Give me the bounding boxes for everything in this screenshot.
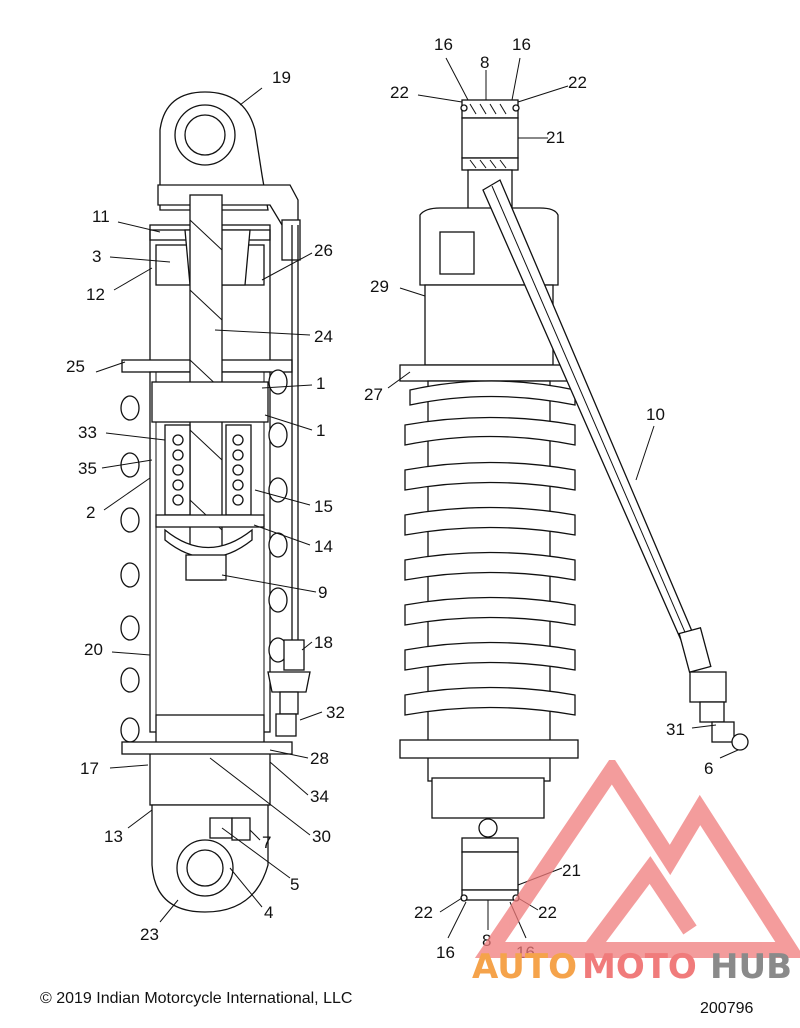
callout-right-16-top-right: 16 (512, 35, 531, 54)
logo-word-hub: HUB (710, 947, 792, 987)
figure-number: 200796 (700, 1000, 754, 1017)
logo-word-moto: MOTO (582, 947, 697, 987)
callout-right-22-bottom-left: 22 (414, 903, 433, 922)
exterior-shock: 16 8 16 22 22 21 29 27 10 31 6 21 22 22 … (364, 35, 749, 962)
callout-1-upper: 1 (316, 374, 325, 393)
callout-right-8-bottom: 8 (482, 931, 491, 950)
callout-right-21-top: 21 (546, 128, 565, 147)
callout-32: 32 (326, 703, 345, 722)
callout-right-6: 6 (704, 759, 713, 778)
callout-26: 26 (314, 241, 333, 260)
copyright-notice: © 2019 Indian Motorcycle International, … (40, 990, 353, 1007)
callout-right-22-top-left: 22 (390, 83, 409, 102)
callout-17: 17 (80, 759, 99, 778)
callout-18: 18 (314, 633, 333, 652)
callout-14: 14 (314, 537, 333, 556)
automotohub-logo: AUTO MOTO HUB (472, 760, 800, 987)
callout-12: 12 (86, 285, 105, 304)
callout-right-21-bottom: 21 (562, 861, 581, 880)
callout-right-22-top-right: 22 (568, 73, 587, 92)
callout-right-29: 29 (370, 277, 389, 296)
callout-right-31: 31 (666, 720, 685, 739)
callout-24: 24 (314, 327, 333, 346)
callout-right-16-top-left: 16 (434, 35, 453, 54)
callout-33: 33 (78, 423, 97, 442)
callout-23: 23 (140, 925, 159, 944)
callout-28: 28 (310, 749, 329, 768)
callout-34: 34 (310, 787, 329, 806)
callout-9: 9 (318, 583, 327, 602)
cutaway-shock: 19 11 3 12 26 24 25 1 1 33 35 2 15 14 9 … (66, 68, 345, 944)
callout-19: 19 (272, 68, 291, 87)
callout-30: 30 (312, 827, 331, 846)
logo-word-auto: AUTO (472, 947, 577, 987)
callout-right-8-top: 8 (480, 53, 489, 72)
callout-20: 20 (84, 640, 103, 659)
callout-3: 3 (92, 247, 101, 266)
callout-right-22-bottom-right: 22 (538, 903, 557, 922)
callout-right-10: 10 (646, 405, 665, 424)
callout-7: 7 (262, 833, 271, 852)
callout-right-27: 27 (364, 385, 383, 404)
callout-1-lower: 1 (316, 421, 325, 440)
callout-4: 4 (264, 903, 273, 922)
callout-11: 11 (92, 207, 110, 226)
callout-5: 5 (290, 875, 299, 894)
callout-25: 25 (66, 357, 85, 376)
callout-right-16-bottom-left: 16 (436, 943, 455, 962)
callout-13: 13 (104, 827, 123, 846)
callout-2: 2 (86, 503, 95, 522)
callout-35: 35 (78, 459, 97, 478)
callout-15: 15 (314, 497, 333, 516)
